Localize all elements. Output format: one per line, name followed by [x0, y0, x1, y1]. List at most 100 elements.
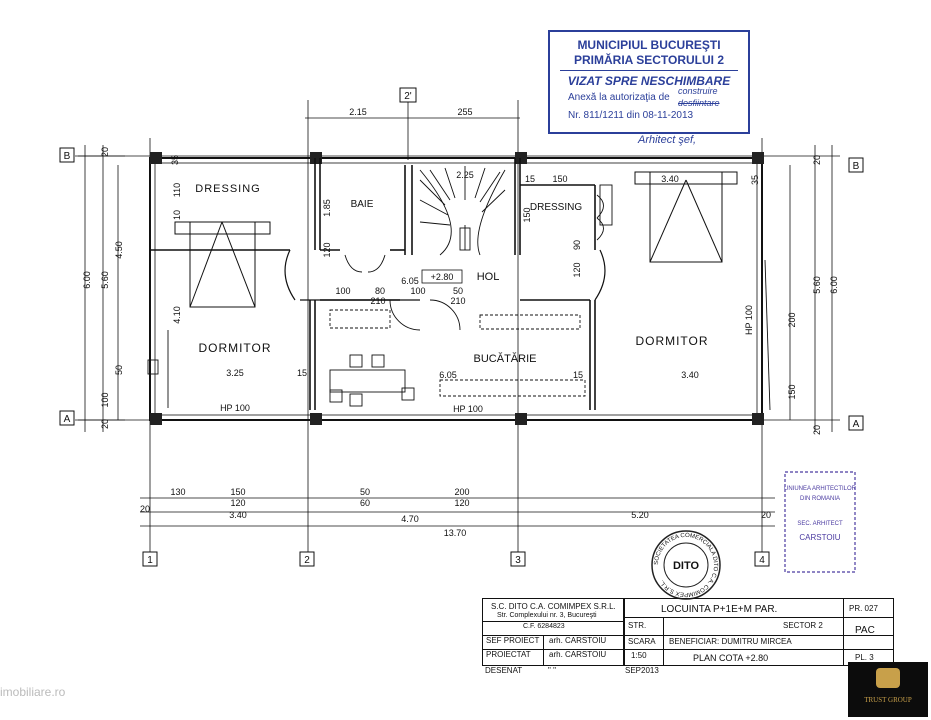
dim-bot-1370: 13.70 — [444, 528, 467, 538]
arch-stamp-t2: DIN ROMANIA — [800, 496, 840, 502]
dim-inner-340: 3.40 — [661, 174, 679, 184]
dim-hol-210b: 210 — [450, 296, 465, 306]
dim-row-325: 3.25 — [226, 368, 244, 378]
tb-pr: PR. 027 — [849, 604, 878, 613]
dim-bot-120a: 120 — [230, 498, 245, 508]
window-hp-left: HP 100 — [220, 403, 250, 413]
approval-stamp: MUNICIPIUL BUCUREŞTI PRIMĂRIA SECTORULUI… — [548, 30, 750, 134]
tb-plan: PLAN COTA +2.80 — [693, 653, 769, 663]
dim-left-560: 5.60 — [100, 271, 110, 289]
stamp-desfiintare: desfiintare — [678, 98, 720, 108]
dim-top-255: 255 — [457, 107, 472, 117]
dim-hol-100a: 100 — [335, 286, 350, 296]
tb-cf: C.F. 6284823 — [523, 623, 565, 630]
dim-hol-50: 50 — [453, 286, 463, 296]
dim-bot-20a: 20 — [140, 504, 150, 514]
window-hp-right: HP 100 — [744, 305, 754, 335]
dim-row-605: 6.05 — [439, 370, 457, 380]
dim-bot-120b: 120 — [454, 498, 469, 508]
tb-date: SEP2013 — [625, 666, 659, 675]
axis-3: 3 — [515, 555, 521, 566]
tb-sef-name: arh. CARSTOIU — [549, 636, 607, 645]
dim-c90: 90 — [572, 240, 582, 250]
dim-left-20a: 20 — [100, 147, 110, 157]
window-hp-mid: HP 100 — [453, 404, 483, 414]
tb-pl: PL. 3 — [855, 653, 874, 662]
axis-1: 1 — [147, 555, 153, 566]
stamp-vizat: VIZAT SPRE NESCHIMBARE — [567, 74, 731, 88]
dim-left-100: 100 — [100, 392, 110, 407]
dim-bot-520: 5.20 — [631, 510, 649, 520]
tb-hline-1 — [483, 621, 623, 622]
dim-inner-225: 2.25 — [456, 170, 474, 180]
tb-vline-4 — [543, 635, 544, 665]
level-mark: +2.80 — [431, 272, 454, 282]
tb-address: Str. Complexului nr. 3, Bucureşti — [497, 612, 597, 619]
axis-2: 2 — [304, 555, 310, 566]
dim-hol-210a: 210 — [370, 296, 385, 306]
tb-hline-4 — [623, 617, 893, 618]
dim-left-600: 6.00 — [82, 271, 92, 289]
watermark: imobiliare.ro — [0, 685, 66, 699]
axis-a-right: A — [853, 419, 860, 430]
dim-hol-80: 80 — [375, 286, 385, 296]
axis-2-prime: 2' — [404, 91, 412, 102]
room-baie: BAIE — [351, 199, 374, 210]
tb-hline-2 — [483, 635, 893, 636]
dim-hol-605: 6.05 — [401, 276, 419, 286]
dim-left-410: 4.10 — [172, 306, 182, 324]
dim-bot-50: 50 — [360, 487, 370, 497]
room-hol: HOL — [477, 271, 500, 283]
dim-right-150: 150 — [787, 384, 797, 399]
dim-left-50: 50 — [114, 365, 124, 375]
firm-stamp: SOCIETATEA COMERCIALA DITO C.A. COMIMPEX… — [651, 530, 721, 600]
title-block: S.C. DITO C.A. COMIMPEX S.R.L. Str. Comp… — [482, 598, 894, 666]
room-dressing-left: DRESSING — [195, 183, 260, 195]
dim-left-110: 110 — [172, 183, 182, 197]
dim-top-215: 2.15 — [349, 107, 367, 117]
room-dressing-right: DRESSING — [530, 202, 582, 213]
dim-bot-470: 4.70 — [401, 514, 419, 524]
dim-c150: 150 — [522, 207, 532, 222]
axis-b-left: B — [64, 151, 71, 162]
arch-stamp-t1: UNIUNEA ARHITECTILOR — [784, 486, 857, 492]
trust-group-logo: TRUST GROUP — [848, 662, 928, 717]
axis-4: 4 — [759, 555, 765, 566]
handshake-icon — [876, 668, 900, 688]
tb-str: STR. — [628, 621, 647, 630]
stamp-annex: Anexă la autorizaţia de — [568, 92, 670, 103]
dim-row-15b: 15 — [573, 370, 583, 380]
dim-left-10: 10 — [172, 210, 182, 220]
dim-bot-130: 130 — [170, 487, 185, 497]
tb-company: S.C. DITO C.A. COMIMPEX S.R.L. — [491, 602, 616, 611]
dim-c15: 15 — [525, 174, 535, 184]
tb-vline-1 — [623, 599, 625, 665]
room-bucatarie: BUCĂTĂRIE — [474, 352, 537, 365]
room-dormitor-right: DORMITOR — [635, 334, 708, 348]
arch-stamp-t4: SEC. ARHITECT — [797, 521, 843, 527]
dim-hol-100b: 100 — [410, 286, 425, 296]
stamp-divider — [560, 70, 738, 101]
dim-bot-20b: 20 — [761, 510, 771, 520]
axis-b-right: B — [853, 161, 860, 172]
tb-vline-3 — [843, 599, 844, 665]
tb-hline-3 — [483, 649, 893, 650]
tb-sector: SECTOR 2 — [783, 621, 823, 630]
stamp-sector: PRIMĂRIA SECTORULUI 2 — [573, 53, 724, 67]
tb-project: LOCUINTA P+1E+M PAR. — [661, 604, 778, 615]
stamp-municipality: MUNICIPIUL BUCUREŞTI — [577, 38, 721, 52]
dim-bot-340: 3.40 — [229, 510, 247, 520]
logo-text: TRUST GROUP — [864, 696, 912, 704]
room-dormitor-left: DORMITOR — [198, 341, 271, 355]
dim-right-20b: 20 — [812, 425, 822, 435]
stamp-number: Nr. 811/1211 din 08-11-2013 — [568, 110, 694, 121]
dim-row-340: 3.40 — [681, 370, 699, 380]
stamp-construire: construire — [678, 86, 718, 96]
dim-right-20a: 20 — [812, 155, 822, 165]
dim-right-560: 5.60 — [812, 276, 822, 294]
tb-beneficiar: BENEFICIAR: DUMITRU MIRCEA — [669, 637, 792, 646]
dim-hol-120: 120 — [572, 262, 582, 277]
dim-left-450: 4.50 — [114, 241, 124, 259]
dim-left-20b: 20 — [100, 419, 110, 429]
